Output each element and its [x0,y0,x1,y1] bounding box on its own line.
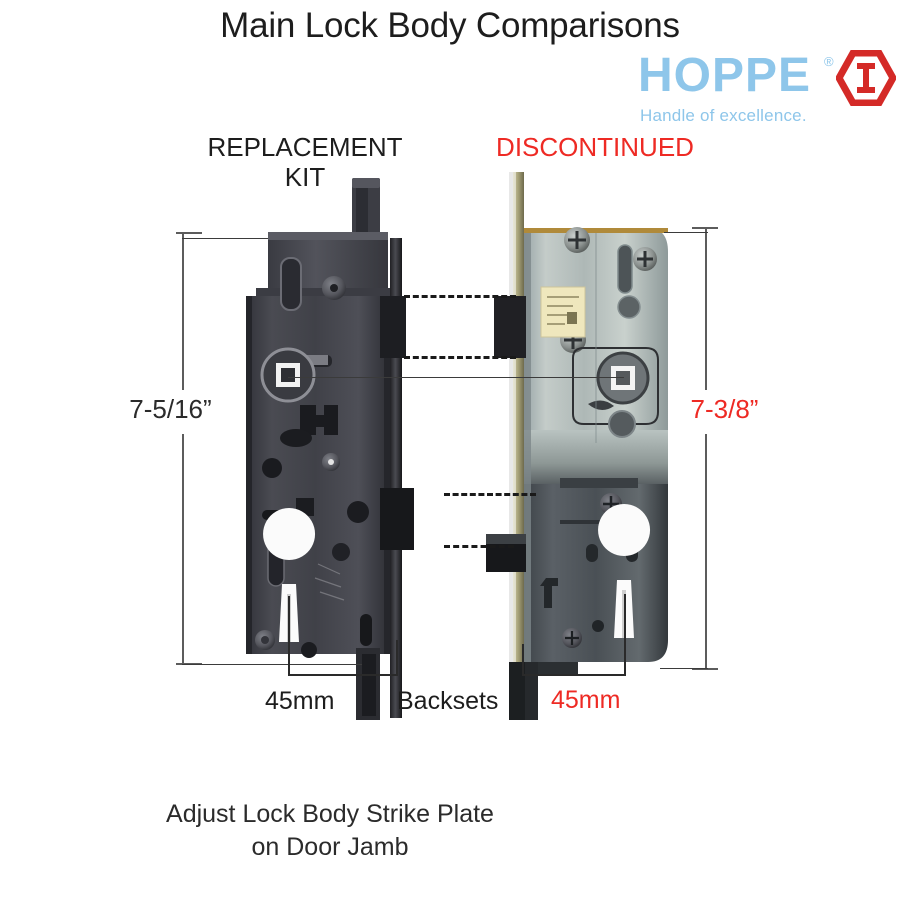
latch-alignment-dashed-bottom [404,356,516,359]
right-height-line-upper [705,227,707,390]
backsets-label: Backsets [397,687,499,715]
left-height-line-upper [182,232,184,390]
hoppe-logo: HOPPE ® Handle of excellence. [638,49,896,132]
column-header-replacement-kit: REPLACEMENT KIT [195,132,415,192]
right-height-line-lower [705,434,707,668]
lock-body-replacement-kit [246,178,414,720]
page-title: Main Lock Body Comparisons [220,6,680,45]
registered-trademark-icon: ® [824,54,834,69]
left-height-label: 7-5/16” [118,394,223,425]
caption-line-1: Adjust Lock Body Strike Plate [166,800,494,828]
deadbolt-alignment-dashed-bottom [444,545,514,548]
right-backset-vertical [624,594,626,676]
diagram-caption: Adjust Lock Body Strike Plate on Door Ja… [90,798,570,864]
header-left-line2: KIT [284,162,326,192]
left-backset-end-tick [396,640,398,676]
lock-body-discontinued [486,172,668,720]
right-backset-end-tick [522,644,524,676]
hoppe-hexagon-icon [836,50,896,106]
deadbolt-alignment-dashed-top [444,493,536,496]
right-height-label: 7-3/8” [672,394,777,425]
left-height-top-tick [176,232,202,234]
hoppe-tagline: Handle of excellence. [640,106,807,125]
left-bottom-extension-line [182,664,362,665]
left-height-line-lower [182,434,184,664]
right-bottom-extension-line [660,668,708,669]
left-backset-horizontal [288,674,398,676]
right-backset-label: 45mm [551,686,621,714]
spindle-alignment-line [288,377,624,378]
left-backset-label: 45mm [265,687,335,715]
header-right-line1: DISCONTINUED [496,132,694,162]
header-left-line1: REPLACEMENT [207,132,403,162]
right-backset-horizontal [522,674,626,676]
right-top-extension-line [664,232,708,233]
caption-line-2: on Door Jamb [251,833,409,861]
hoppe-wordmark: HOPPE [638,49,812,102]
right-height-bottom-tick [692,668,718,670]
column-header-discontinued: DISCONTINUED [470,132,720,162]
latch-alignment-dashed-top [404,295,516,298]
left-backset-vertical [288,596,290,676]
left-top-extension-line [182,238,268,239]
